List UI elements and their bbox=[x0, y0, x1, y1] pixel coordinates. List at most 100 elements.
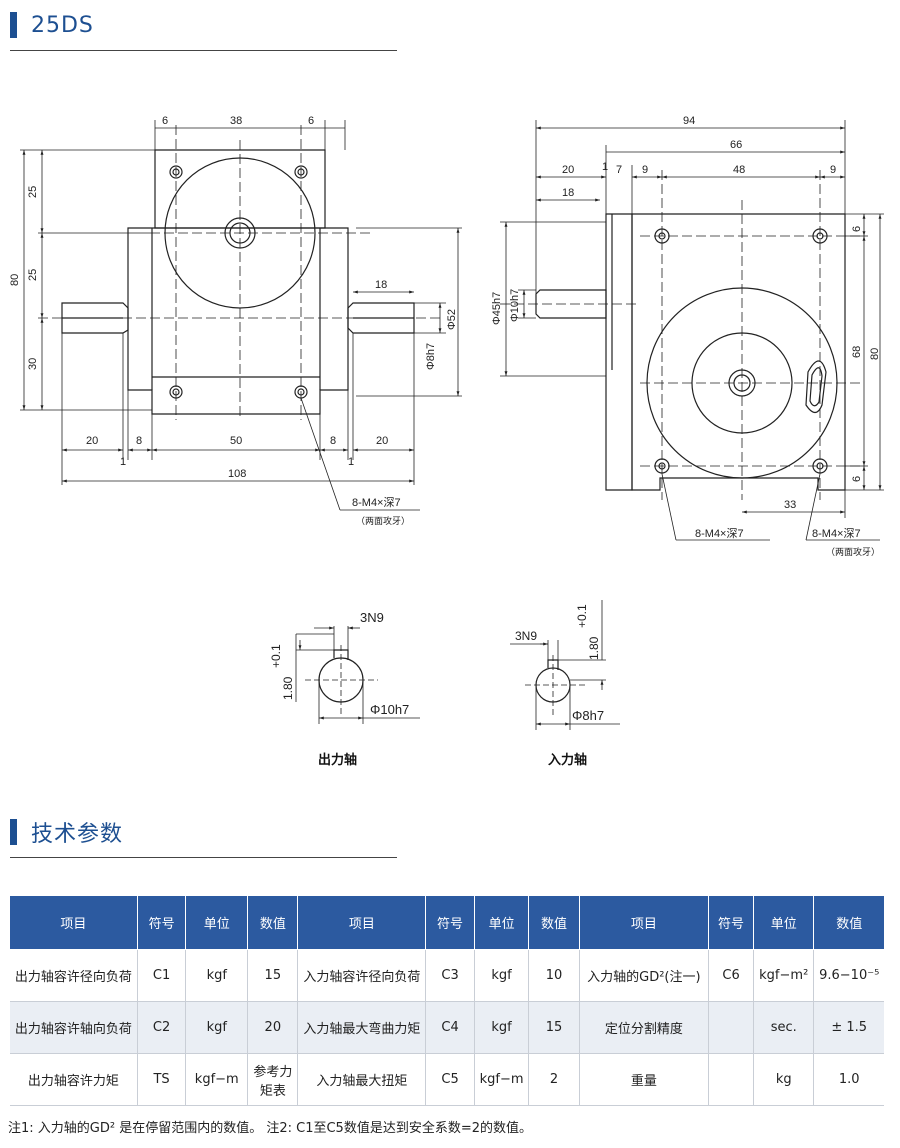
dim-front-20a: 20 bbox=[86, 435, 98, 447]
dim-front-1a: 1 bbox=[120, 456, 126, 468]
output-shaft-caption: 出力轴 bbox=[318, 752, 357, 768]
dim-front-30: 30 bbox=[27, 358, 39, 370]
dim-side-80: 80 bbox=[869, 348, 881, 360]
table-cell bbox=[708, 1001, 755, 1054]
table-cell: kg bbox=[753, 1053, 815, 1106]
input-shaft-dia: Φ8h7 bbox=[572, 708, 604, 723]
dim-front-1b: 1 bbox=[348, 456, 354, 468]
table-cell: kgf bbox=[474, 1001, 530, 1054]
dim-side-66: 66 bbox=[730, 139, 742, 151]
heading-accent-bar bbox=[10, 819, 17, 845]
dim-front-20b: 20 bbox=[376, 435, 388, 447]
col-unit: 单位 bbox=[185, 896, 249, 950]
table-cell: 出力轴容许轴向负荷 bbox=[10, 1001, 138, 1054]
dim-front-6b: 6 bbox=[308, 115, 314, 127]
table-cell: kgf bbox=[185, 1001, 249, 1054]
col-item: 项目 bbox=[297, 896, 427, 950]
dim-front-38: 38 bbox=[230, 115, 242, 127]
col-value: 数值 bbox=[813, 896, 884, 950]
input-key-spec: 3N9 bbox=[515, 629, 537, 643]
dim-side-20: 20 bbox=[562, 164, 574, 176]
table-cell: 定位分割精度 bbox=[579, 1001, 710, 1054]
table-cell: 重量 bbox=[579, 1053, 710, 1106]
table-cell: kgf−m bbox=[474, 1053, 530, 1106]
input-shaft-caption: 入力轴 bbox=[548, 752, 587, 768]
table-cell: sec. bbox=[753, 1001, 815, 1054]
technical-drawing: 6 38 6 25 25 80 30 18 Φ52 Φ8h7 20 8 50 8… bbox=[9, 115, 884, 768]
footnote: 注1: 入力轴的GD² 是在停留范围内的数值。 注2: C1至C5数值是达到安全… bbox=[8, 1121, 532, 1136]
side-both-sides-note: （两面攻牙） bbox=[826, 546, 880, 557]
dim-side-phi10h7: Φ10h7 bbox=[509, 289, 521, 322]
dim-front-8b: 8 bbox=[330, 435, 336, 447]
dim-side-9b: 9 bbox=[830, 164, 836, 176]
table-row: 出力轴容许轴向负荷 C2 kgf 20 入力轴最大弯曲力矩 C4 kgf 15 … bbox=[10, 1001, 884, 1054]
front-both-sides-note: （两面攻牙） bbox=[356, 515, 410, 526]
front-tap-callout: 8-M4×深7 bbox=[352, 496, 401, 509]
dim-front-phi52: Φ52 bbox=[446, 309, 458, 330]
dim-front-50: 50 bbox=[230, 435, 242, 447]
table-cell: 15 bbox=[247, 949, 299, 1002]
table-cell: kgf−m² bbox=[753, 949, 815, 1002]
model-title: 25DS bbox=[31, 12, 94, 38]
table-cell: 1.0 bbox=[813, 1053, 884, 1106]
table-cell: 20 bbox=[247, 1001, 299, 1054]
dim-front-108: 108 bbox=[228, 468, 246, 480]
table-cell: ± 1.5 bbox=[813, 1001, 884, 1054]
table-cell: 入力轴最大弯曲力矩 bbox=[297, 1001, 427, 1054]
table-cell: 10 bbox=[528, 949, 580, 1002]
heading-divider bbox=[10, 50, 397, 51]
table-cell: 入力轴的GD²(注一) bbox=[579, 949, 710, 1002]
dim-front-phi8h7: Φ8h7 bbox=[425, 343, 437, 370]
col-value: 数值 bbox=[247, 896, 299, 950]
col-symbol: 符号 bbox=[425, 896, 475, 950]
table-cell: C3 bbox=[425, 949, 475, 1002]
table-cell: 出力轴容许力矩 bbox=[10, 1053, 138, 1106]
dim-front-25a: 25 bbox=[27, 186, 39, 198]
dim-side-9a: 9 bbox=[642, 164, 648, 176]
col-item: 项目 bbox=[579, 896, 710, 950]
table-cell: 2 bbox=[528, 1053, 580, 1106]
output-shaft-dia: Φ10h7 bbox=[370, 702, 409, 717]
dim-front-25b: 25 bbox=[27, 269, 39, 281]
table-cell: 9.6−10⁻⁵ bbox=[813, 949, 884, 1002]
table-cell: kgf−m bbox=[185, 1053, 249, 1106]
dim-side-68: 68 bbox=[851, 346, 863, 358]
output-key-depth-tol: +0.1 bbox=[269, 644, 283, 668]
table-cell: TS bbox=[137, 1053, 187, 1106]
col-unit: 单位 bbox=[474, 896, 530, 950]
dim-side-18: 18 bbox=[562, 187, 574, 199]
tech-heading: 技术参数 bbox=[10, 815, 123, 849]
dim-side-33: 33 bbox=[784, 499, 796, 511]
side-flange bbox=[605, 213, 633, 491]
table-cell: 出力轴容许径向负荷 bbox=[10, 949, 138, 1002]
table-cell: 入力轴最大扭矩 bbox=[297, 1053, 427, 1106]
dim-side-phi45h7: Φ45h7 bbox=[491, 292, 503, 325]
table-cell: 15 bbox=[528, 1001, 580, 1054]
table-cell: C4 bbox=[425, 1001, 475, 1054]
side-body bbox=[631, 213, 846, 491]
dim-side-48: 48 bbox=[733, 164, 745, 176]
table-cell: 参考力矩表 bbox=[247, 1053, 299, 1106]
col-unit: 单位 bbox=[753, 896, 815, 950]
dim-side-7: 7 bbox=[616, 164, 622, 176]
col-item: 项目 bbox=[10, 896, 138, 950]
table-cell: kgf bbox=[474, 949, 530, 1002]
dim-front-8a: 8 bbox=[136, 435, 142, 447]
table-cell: C2 bbox=[137, 1001, 187, 1054]
table-cell bbox=[708, 1053, 755, 1106]
heading-divider bbox=[10, 857, 397, 858]
output-key-spec: 3N9 bbox=[360, 610, 384, 625]
input-key-depth: 1.80 bbox=[587, 636, 601, 660]
table-cell: kgf bbox=[185, 949, 249, 1002]
dim-side-6b: 6 bbox=[851, 476, 863, 482]
table-cell: 入力轴容许径向负荷 bbox=[297, 949, 427, 1002]
side-tap-callout-left: 8-M4×深7 bbox=[695, 527, 744, 540]
heading-accent-bar bbox=[10, 12, 17, 38]
table-row: 出力轴容许径向负荷 C1 kgf 15 入力轴容许径向负荷 C3 kgf 10 … bbox=[10, 949, 884, 1002]
col-value: 数值 bbox=[528, 896, 580, 950]
col-symbol: 符号 bbox=[137, 896, 187, 950]
table-row: 出力轴容许力矩 TS kgf−m 参考力矩表 入力轴最大扭矩 C5 kgf−m … bbox=[10, 1053, 884, 1106]
front-body bbox=[127, 227, 349, 415]
dim-side-6a: 6 bbox=[851, 226, 863, 232]
table-cell: C6 bbox=[708, 949, 755, 1002]
